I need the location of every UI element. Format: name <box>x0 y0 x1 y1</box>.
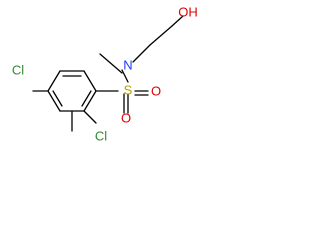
bond-sulfur-to-nitrogen <box>121 69 129 83</box>
molecule-svg: Cl Cl S O O N OH <box>12 4 198 143</box>
atom-sulfur: S <box>124 82 133 97</box>
chemical-structure-diagram: Cl Cl S O O N OH <box>0 0 203 154</box>
ring-bond-6 <box>47 70 61 92</box>
bond-nitrogen-to-methyl <box>99 53 123 74</box>
ring-double-bond-3 <box>52 90 63 107</box>
ring-double-bond-2 <box>81 90 92 107</box>
atom-oxygen-left: O <box>121 110 131 125</box>
atom-cl-bottom: Cl <box>95 128 107 143</box>
bond-chain-to-hydroxyl <box>171 15 184 27</box>
ring-bond-5 <box>47 90 61 112</box>
bond-ethyl-chain <box>149 25 173 46</box>
atom-cl-top: Cl <box>12 62 24 77</box>
atom-nitrogen: N <box>123 57 132 72</box>
ring-bond-2 <box>83 70 97 92</box>
bond-nitrogen-to-ethyl-1 <box>132 44 151 63</box>
benzene-ring <box>47 70 97 112</box>
substituent-bonds <box>32 15 184 132</box>
atom-oxygen-right: O <box>151 83 161 98</box>
atom-hydroxyl: OH <box>178 4 198 19</box>
bond-ring-to-cl-bottom <box>83 110 97 124</box>
ring-bond-3 <box>83 90 97 112</box>
